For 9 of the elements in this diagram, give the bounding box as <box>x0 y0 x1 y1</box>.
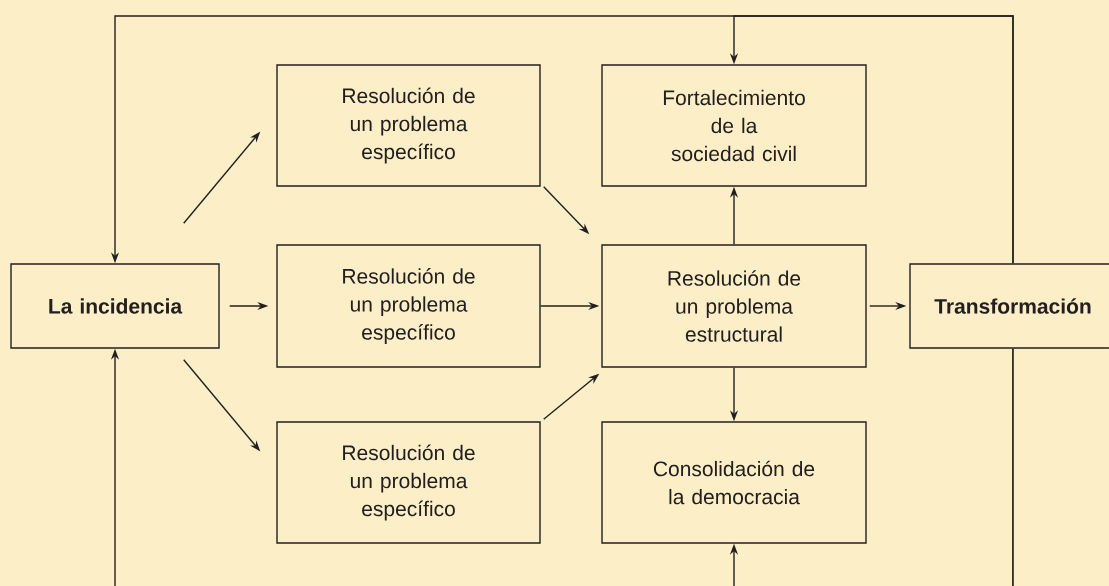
process-box: Resolución de un problema estructural <box>601 244 867 368</box>
process-box: Fortalecimiento de la sociedad civil <box>601 64 867 187</box>
process-box: Consolidación de la democracia <box>601 421 867 544</box>
arrow <box>729 348 1014 586</box>
process-box: Resolución de un problema específico <box>276 421 541 544</box>
process-box: La incidencia <box>10 263 220 349</box>
process-box: Resolución de un problema específico <box>276 244 541 368</box>
process-box: Transformación <box>909 263 1109 349</box>
process-box: Resolución de un problema específico <box>276 64 541 187</box>
